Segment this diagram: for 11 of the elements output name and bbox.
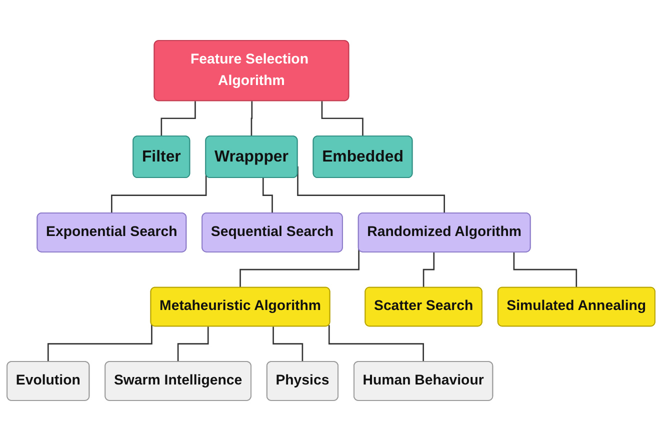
connector [47, 324, 152, 363]
connector [160, 101, 196, 138]
connector [177, 326, 209, 363]
connector [328, 325, 424, 363]
connector [321, 101, 364, 138]
connector [422, 252, 435, 288]
connector [250, 101, 253, 138]
connector [513, 252, 578, 288]
connector [262, 178, 274, 214]
connector [272, 326, 304, 363]
connector [240, 248, 360, 288]
